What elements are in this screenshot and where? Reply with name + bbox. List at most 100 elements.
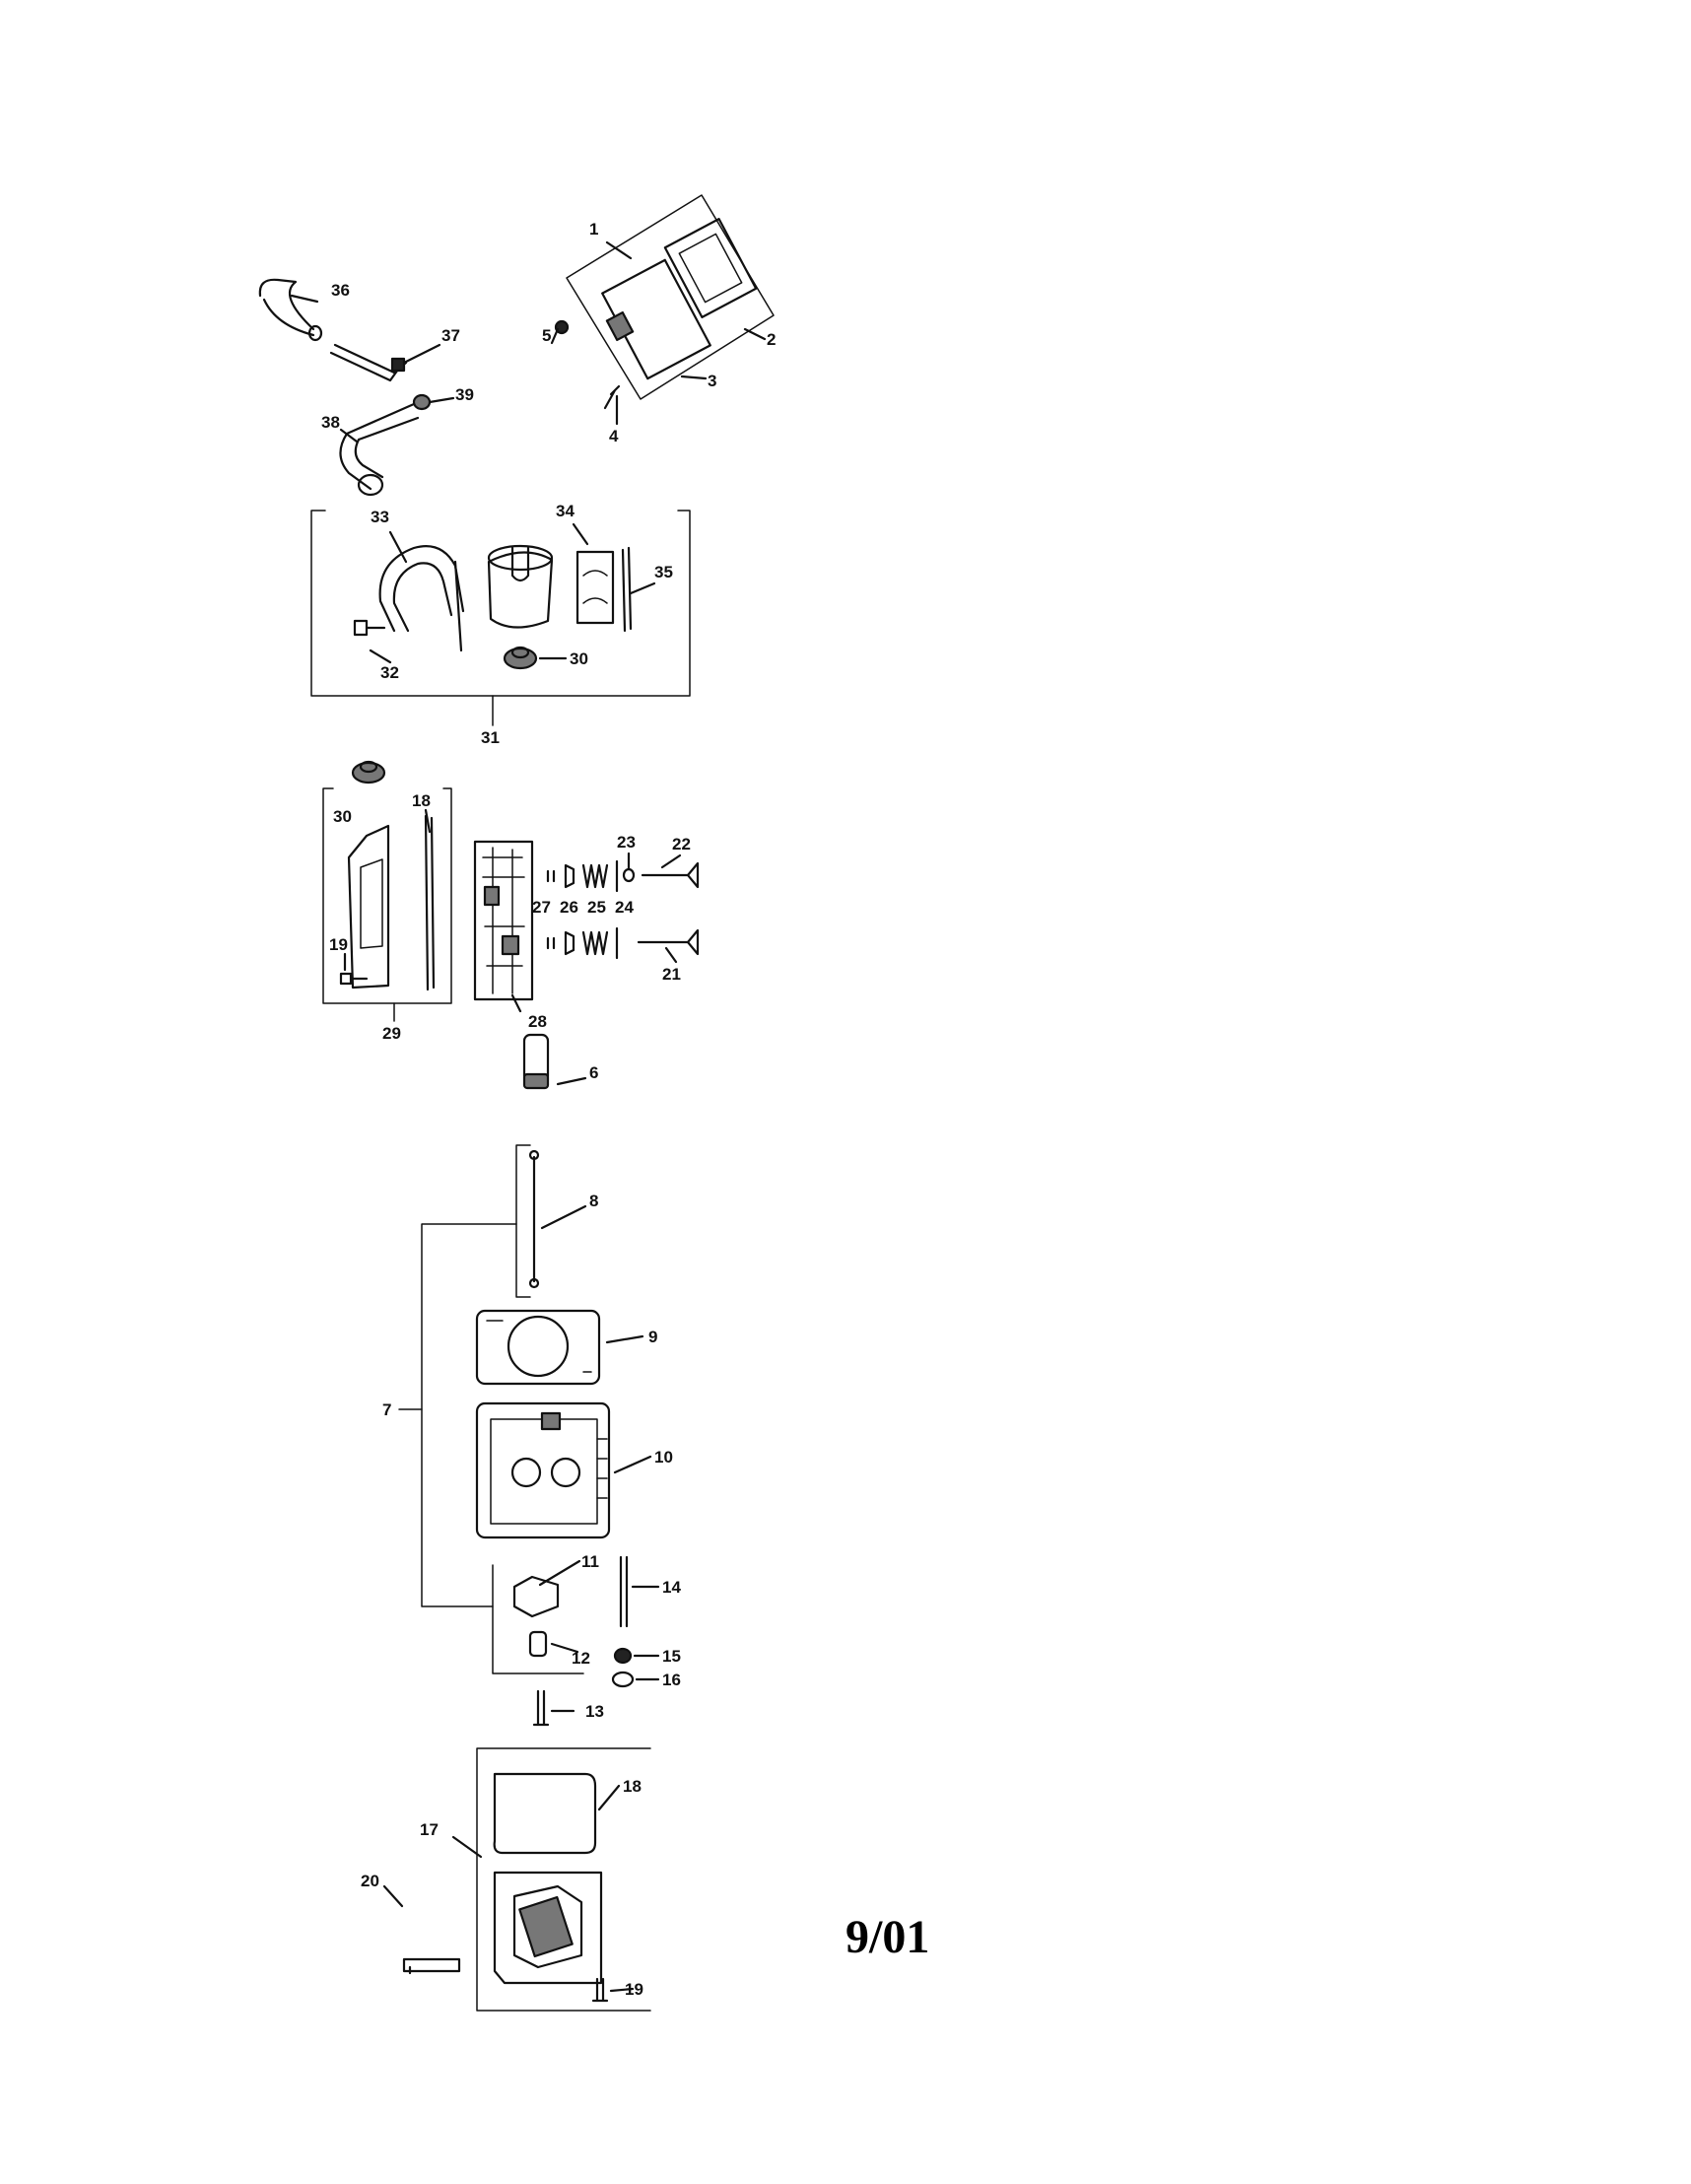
callout-23: 23 bbox=[617, 833, 636, 852]
cylinder-head-part-10 bbox=[475, 1401, 611, 1539]
callout-21: 21 bbox=[662, 965, 681, 984]
hose-part-38 bbox=[339, 402, 420, 491]
leader-5 bbox=[550, 327, 560, 345]
callout-39: 39 bbox=[455, 385, 474, 404]
leader-18b bbox=[597, 1784, 621, 1811]
callout-18a: 18 bbox=[412, 791, 431, 810]
rocker-cover-group bbox=[322, 760, 452, 1022]
leader-18a bbox=[424, 808, 432, 834]
hose-38-end bbox=[357, 473, 384, 497]
callout-labels: 1 2 3 4 5 6 7 8 9 10 11 12 13 14 15 16 1… bbox=[321, 220, 776, 1999]
leader-36 bbox=[290, 294, 319, 304]
head-gasket-9-bore bbox=[507, 1315, 570, 1378]
callout-38: 38 bbox=[321, 413, 340, 432]
valve-cover-gasket-inner bbox=[678, 233, 743, 304]
leader-22 bbox=[660, 853, 682, 869]
leader-8 bbox=[540, 1204, 587, 1230]
leader-12 bbox=[550, 1642, 579, 1654]
valve-cover-part-17 bbox=[493, 1871, 603, 1985]
filter-canister-slot bbox=[510, 546, 530, 582]
filter-canister-top bbox=[487, 544, 554, 572]
stud-part-19b bbox=[591, 1977, 609, 2003]
valve-cover-bracket-outline bbox=[566, 194, 775, 400]
bracket-29 bbox=[322, 787, 452, 1004]
screw-part-19 bbox=[339, 972, 369, 986]
callout-35: 35 bbox=[654, 563, 673, 581]
stud-part-14 bbox=[619, 1555, 629, 1628]
leader-1 bbox=[605, 240, 633, 260]
callout-6: 6 bbox=[589, 1063, 598, 1082]
callout-29: 29 bbox=[382, 1024, 401, 1043]
leader-17 bbox=[451, 1835, 483, 1859]
head-10-port-b bbox=[550, 1457, 581, 1488]
leader-38 bbox=[339, 428, 359, 444]
bolt-part-13 bbox=[532, 1689, 550, 1727]
filter-part-34 bbox=[575, 550, 615, 625]
cylinder-head-stack bbox=[398, 1033, 635, 1727]
spring-part-25a bbox=[581, 863, 609, 889]
nut-part-16 bbox=[611, 1671, 635, 1688]
head-28-port-a bbox=[483, 885, 501, 907]
gasket-part-35 bbox=[621, 548, 627, 633]
callout-12: 12 bbox=[572, 1649, 590, 1668]
valve-cover-assembly bbox=[554, 194, 775, 410]
head-28-port-b bbox=[501, 934, 520, 956]
keepers-part-27b bbox=[546, 936, 556, 950]
leader-2 bbox=[743, 327, 767, 341]
leader-21 bbox=[664, 946, 678, 964]
breather-hoses bbox=[258, 278, 432, 497]
head-gasket-part-9 bbox=[475, 1309, 601, 1386]
head-10-boss bbox=[540, 1411, 562, 1431]
leader-33 bbox=[388, 530, 408, 564]
nut-part-15 bbox=[613, 1647, 633, 1665]
callout-9: 9 bbox=[648, 1328, 657, 1346]
head-10-port-a bbox=[510, 1457, 542, 1488]
hose-part-36 bbox=[258, 278, 315, 337]
rocker-arm-part-11 bbox=[512, 1575, 560, 1618]
breather-filter-group bbox=[310, 510, 691, 726]
leader-39 bbox=[428, 396, 455, 404]
retainer-part-26b bbox=[564, 930, 575, 956]
valve-cover-gasket-part-2 bbox=[663, 218, 758, 318]
valve-train-group bbox=[473, 840, 700, 1001]
hose-36-end bbox=[307, 324, 323, 342]
callout-2: 2 bbox=[767, 330, 776, 349]
filter-canister bbox=[487, 551, 554, 629]
leader-19b bbox=[609, 1987, 635, 1993]
callout-36: 36 bbox=[331, 281, 350, 300]
callout-28: 28 bbox=[528, 1012, 547, 1031]
clamp-part-39 bbox=[412, 393, 432, 411]
callout-4: 4 bbox=[609, 427, 619, 445]
grommet-30-cap bbox=[510, 646, 530, 659]
rocker-cover bbox=[347, 824, 390, 990]
gasket-part-18-strip bbox=[424, 814, 430, 991]
hose-37-clamp bbox=[390, 357, 406, 373]
push-rod-8-top bbox=[528, 1149, 540, 1161]
callout-30b: 30 bbox=[333, 807, 352, 826]
gasket-35-inner bbox=[627, 546, 633, 631]
valve-part-21 bbox=[637, 928, 700, 956]
valve-cover-lower-group bbox=[402, 1747, 651, 2012]
callout-19b: 19 bbox=[625, 1980, 643, 1999]
filter-34-groove bbox=[582, 570, 608, 604]
grommet-part-5 bbox=[554, 319, 570, 335]
bracket-7 bbox=[421, 1223, 517, 1607]
leader-28 bbox=[510, 993, 522, 1013]
callout-24: 24 bbox=[615, 898, 634, 917]
callout-7: 7 bbox=[382, 1400, 391, 1419]
callout-8: 8 bbox=[589, 1192, 598, 1210]
leader-6 bbox=[556, 1076, 587, 1086]
callout-27: 27 bbox=[532, 898, 551, 917]
bracket-11-12 bbox=[492, 1564, 584, 1674]
rocker-cover-detail bbox=[360, 858, 383, 949]
valve-part-22 bbox=[641, 861, 700, 889]
valve-cover-boss bbox=[605, 310, 635, 342]
seal-part-23 bbox=[622, 867, 636, 883]
valve-cover-17-raised bbox=[512, 1884, 583, 1969]
callout-5: 5 bbox=[542, 326, 551, 345]
callout-34: 34 bbox=[556, 502, 575, 520]
callout-20: 20 bbox=[361, 1872, 379, 1890]
gasket-part-18 bbox=[493, 1772, 597, 1855]
callout-1: 1 bbox=[589, 220, 598, 239]
